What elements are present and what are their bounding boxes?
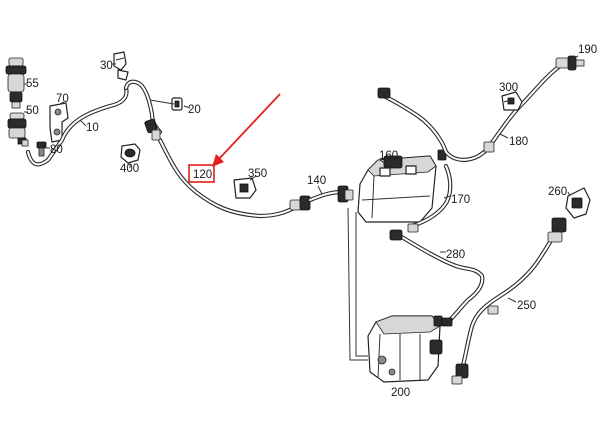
part-160-reservoir: [357, 149, 447, 223]
callout-170: 170: [451, 194, 470, 206]
pipe-280: [389, 223, 485, 327]
callout-120: 120: [193, 169, 212, 181]
part-30-clip: [113, 51, 129, 81]
callout-80: 80: [50, 144, 63, 156]
callout-180: 180: [509, 136, 528, 148]
callout-400: 400: [120, 163, 139, 175]
pipe-250: [451, 217, 567, 385]
pipe-170: [409, 163, 453, 229]
callout-140: 140: [307, 175, 326, 187]
leader-lines: [347, 207, 368, 361]
part-190-connector: [555, 55, 585, 71]
callout-200: 200: [391, 387, 410, 399]
pipe-120: [157, 137, 297, 219]
part-80-bolt: [36, 141, 47, 157]
callout-30: 30: [100, 60, 113, 72]
callout-10: 10: [86, 122, 99, 134]
callout-50: 50: [26, 105, 39, 117]
callout-160: 160: [379, 150, 398, 162]
part-400-grommet: [120, 143, 141, 164]
part-50-valve: [7, 112, 29, 147]
connector-120-end: [289, 195, 311, 211]
pipe-140: [307, 185, 354, 203]
part-300-clip: [501, 91, 523, 111]
callout-55: 55: [26, 78, 39, 90]
part-70-bracket: [49, 102, 69, 143]
highlight-box: [188, 164, 215, 183]
pipe-10: [25, 85, 129, 167]
callout-70: 70: [56, 93, 69, 105]
callout-260: 260: [548, 186, 567, 198]
callout-280: 280: [446, 249, 465, 261]
pipe-180: [377, 63, 563, 162]
callout-190: 190: [578, 44, 597, 56]
callout-250: 250: [517, 300, 536, 312]
callout-300: 300: [499, 82, 518, 94]
highlight-arrow: [212, 93, 281, 167]
callout-leaders: [24, 55, 579, 303]
callout-20: 20: [188, 104, 201, 116]
part-260-connector: [565, 187, 591, 219]
part-200-canister: [367, 315, 443, 383]
callout-350: 350: [248, 168, 267, 180]
part-55-valve: [5, 57, 27, 109]
connector-120-start: [144, 118, 161, 141]
part-20-clip: [171, 97, 183, 111]
part-350-clip: [233, 177, 257, 199]
